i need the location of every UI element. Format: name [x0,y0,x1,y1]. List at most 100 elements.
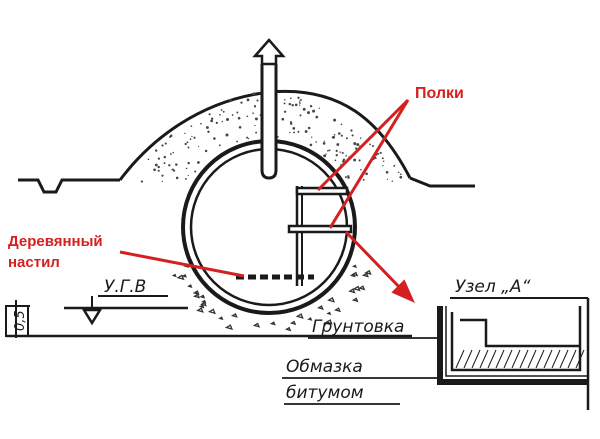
mound-dot [379,151,382,154]
hatch-line [535,349,545,369]
soil-stone [361,272,369,278]
mound-dot [208,113,211,116]
coating-label-2: битумом [286,383,364,403]
mound-dot [219,113,221,116]
mound-dot [207,130,210,133]
mound-dot [350,129,353,132]
hatch-line [559,349,569,369]
hatch-line [503,349,513,369]
mound-dot [191,135,193,138]
mound-dot [358,159,361,162]
soil-stone [364,269,372,276]
soil-stones [171,263,372,332]
mound-dot [154,163,158,167]
mound-dot [256,99,259,102]
mound-dot [345,137,348,140]
mound-dot [236,140,239,143]
hatch-line [575,349,585,369]
mound-dot [309,104,313,108]
mound-dot [252,112,254,114]
mound-dot [226,118,229,121]
mound-dot [323,154,327,158]
soil-stone [333,307,341,313]
mound-dot [247,137,250,140]
mound-dot [325,153,327,155]
annotation-arrows [119,98,415,303]
hatch-line [463,349,473,369]
mound-dot [381,157,384,160]
mound-dot [335,149,338,152]
mound-dot [184,132,186,135]
mound-dot [339,151,341,153]
shelf-lower [287,224,353,234]
primer-label: Грунтовка [312,317,404,337]
mound-dot [311,136,313,138]
mound-dot [237,116,241,120]
soil-stone [230,312,238,318]
mound-dot [362,178,365,181]
mound-dot [302,107,306,111]
soil-stone [171,273,177,278]
mound-dot [231,114,234,116]
mound-dot [344,176,347,179]
mound-dot [293,131,296,134]
mound-dot [355,147,358,150]
mound-dot [297,130,300,133]
soil-stone [348,288,356,294]
hatch-line [543,349,553,369]
mound-dot [186,141,189,144]
wooden-floor-label-2: настил [8,254,60,271]
mound-dot [307,126,311,130]
soil-stone [358,285,366,291]
hatch-line [487,349,497,369]
mound-dot [170,153,172,155]
mound-dot [221,120,224,123]
mound-dot [359,137,362,139]
mound-dot [259,92,261,94]
mound-dot [225,133,229,137]
mound-dot [284,99,286,101]
mound-dot [283,102,286,105]
mound-dot [172,151,175,154]
dim-box [5,305,29,337]
mound-dot [336,143,340,146]
ground-line-right [409,176,475,188]
mound-dot [322,142,326,145]
mound-dot [246,115,249,118]
soil-stone [252,322,261,328]
mound-dot [197,161,200,164]
hatch-line [455,349,465,369]
mound-dot [318,107,320,109]
soil-stone [325,319,333,325]
mound-dot [304,130,308,133]
hatch-line [551,349,561,369]
mound-dot [292,127,296,130]
mound-dot [193,136,196,139]
mound-dot [187,146,190,149]
mound-dot [205,126,209,129]
mound-dot [386,178,389,180]
mound-dot [205,110,207,112]
vent-pipe [260,64,278,180]
mound-dot [163,162,166,165]
soil-stone [295,313,304,319]
mound-dot [200,122,202,125]
mound-dot [309,143,313,147]
mound-dot [211,117,214,120]
soil-stone [289,320,297,326]
mound-dot [190,125,193,128]
mound-dot [253,105,257,108]
mound-dot [168,164,171,167]
coating-label-1: Обмазка [286,357,363,377]
mound-dot [254,117,258,121]
soil-stone [326,311,332,316]
soil-stone [196,307,204,313]
mound-dot [147,158,150,161]
mound-dot [333,133,336,136]
mound-dot [291,103,294,107]
mound-dot [140,180,143,183]
soil-stone [218,316,224,321]
shelves-label: Полки [415,85,464,102]
mound-dot [220,109,223,111]
